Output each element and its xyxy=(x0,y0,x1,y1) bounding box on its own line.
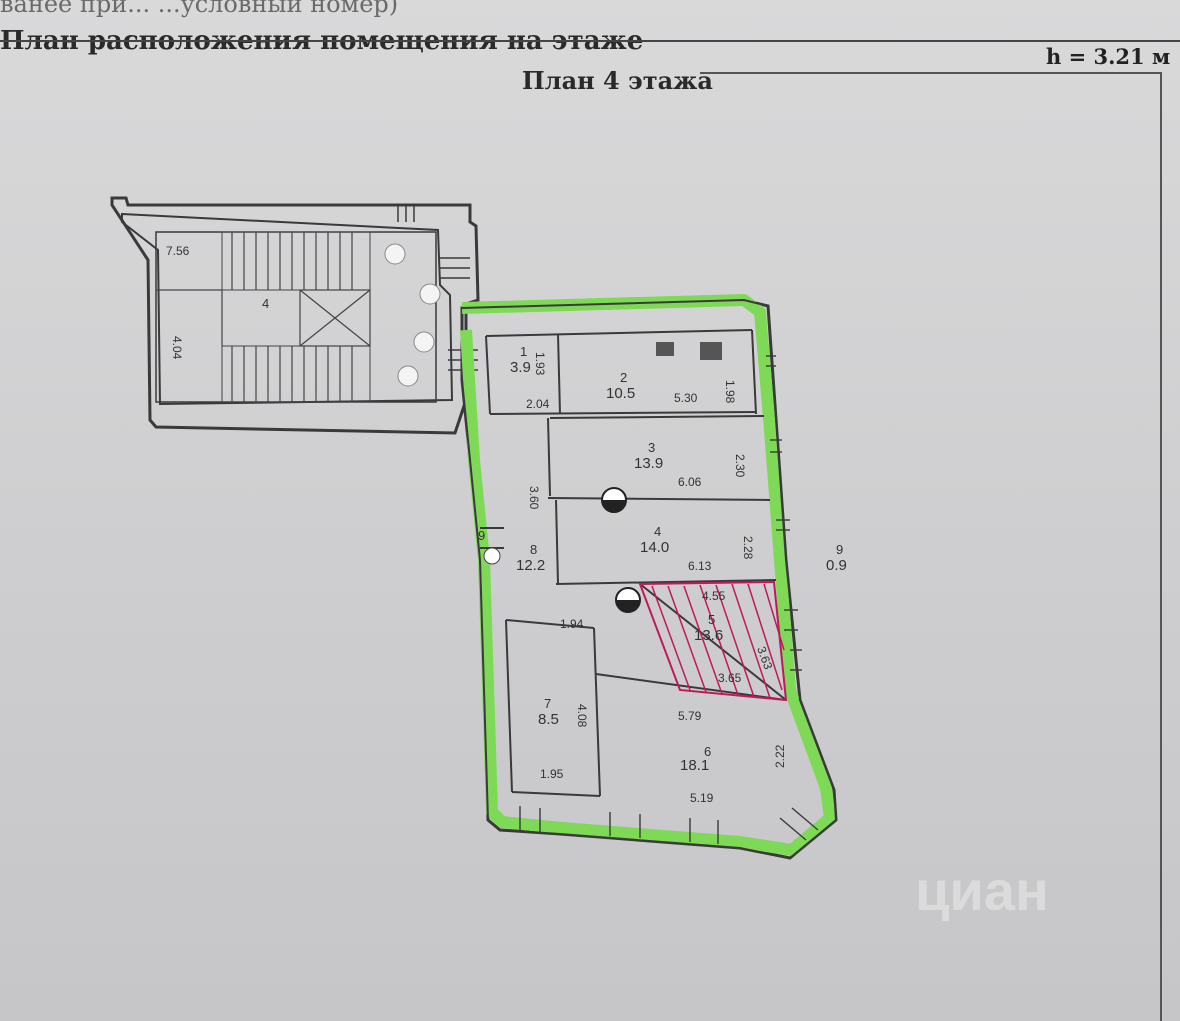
wall-highlight xyxy=(460,294,836,856)
ceiling-height-label: h = 3.21 м xyxy=(1046,44,1171,69)
room-7-dim-b: 4.08 xyxy=(575,704,589,728)
room-2-dim-a: 5.30 xyxy=(674,391,698,405)
plan-labels: 7.56 4.04 4 1 3.9 1.93 2.04 2 10.5 5.30 … xyxy=(166,244,847,805)
apartment-walls xyxy=(460,294,838,860)
room-1-dim-a: 1.93 xyxy=(533,352,547,376)
room-7-dim-c: 1.95 xyxy=(540,767,564,781)
room-3-dim-a: 6.06 xyxy=(678,475,702,489)
room-7-area: 8.5 xyxy=(538,711,559,728)
landing-fixture-1 xyxy=(384,243,406,265)
room-2-number: 2 xyxy=(620,370,627,385)
frame-top-line xyxy=(700,72,1162,74)
landing-fixture-2 xyxy=(419,283,441,305)
room-2-area: 10.5 xyxy=(606,385,635,402)
room-10-area: 0.9 xyxy=(826,557,847,574)
watermark-logo: циан xyxy=(915,859,1049,922)
room-6-dim-a: 5.79 xyxy=(678,709,702,723)
staircase-block xyxy=(110,196,480,435)
staircase-number: 4 xyxy=(262,296,269,311)
room-5-dim-b: 3.63 xyxy=(754,645,775,672)
room-1-area: 3.9 xyxy=(510,359,531,376)
room-10-number: 9 xyxy=(836,542,843,557)
column-icon xyxy=(483,547,501,565)
sink-icon xyxy=(700,342,722,360)
room-2-dim-b: 1.98 xyxy=(723,380,737,404)
room-6-number: 6 xyxy=(704,744,711,759)
room-4-dim-b: 2.28 xyxy=(741,536,755,560)
room-9-number: 9 xyxy=(478,528,485,543)
room-4-dim-a: 6.13 xyxy=(688,559,712,573)
header-divider xyxy=(0,40,1180,42)
staircase-height-dim: 4.04 xyxy=(170,336,184,360)
room-6-dim-b: 5.19 xyxy=(690,791,714,805)
room-8-area: 12.2 xyxy=(516,557,545,574)
room-5-number: 5 xyxy=(708,612,715,627)
header-faded-text: ванее при... ...условный номер) xyxy=(0,0,399,18)
room-7-number: 7 xyxy=(544,696,551,711)
room-3-dim-b: 2.30 xyxy=(733,454,747,478)
staircase-width-dim: 7.56 xyxy=(166,244,190,258)
room-4-number: 4 xyxy=(654,524,661,539)
landing-fixture-3 xyxy=(413,331,435,353)
frame-right-line xyxy=(1160,72,1162,1021)
room-3-area: 13.9 xyxy=(634,455,663,472)
room-5-area: 13.6 xyxy=(694,627,723,644)
room-1-dim-b: 2.04 xyxy=(526,397,550,411)
room-8-dim-a: 3.60 xyxy=(527,486,541,510)
room-5-dim-a: 4.55 xyxy=(702,589,726,603)
room-6-dim-c: 2.22 xyxy=(773,744,787,768)
room-3-number: 3 xyxy=(648,440,655,455)
stove-icon xyxy=(656,342,674,356)
hatched-area-room-5 xyxy=(651,583,785,699)
room-1-number: 1 xyxy=(520,344,527,359)
landing-fixture-4 xyxy=(397,365,419,387)
plan-title: План 4 этажа xyxy=(522,66,713,95)
room-8-number: 8 xyxy=(530,542,537,557)
room-4-area: 14.0 xyxy=(640,539,669,556)
room-5-dim-c: 3.65 xyxy=(718,671,742,685)
room-7-dim-a: 1.94 xyxy=(560,617,584,631)
room-6-area: 18.1 xyxy=(680,757,709,774)
